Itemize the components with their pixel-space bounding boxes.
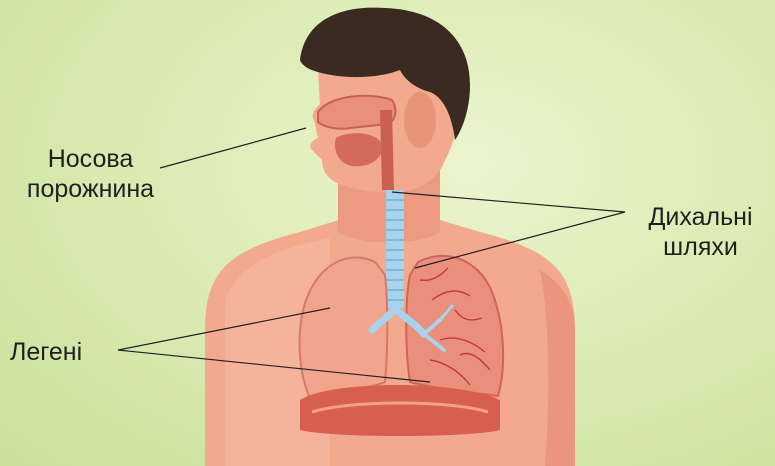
label-nasal-cavity-line2: порожнина (8, 174, 173, 204)
label-nasal-cavity: Носова порожнина (8, 144, 173, 204)
label-airways-line1: Дихальні (626, 202, 775, 232)
trachea (386, 190, 404, 308)
label-airways: Дихальні шляхи (626, 202, 775, 262)
label-lungs: Легені (10, 337, 82, 367)
label-airways-line2: шляхи (626, 232, 775, 262)
diaphragm (300, 385, 500, 436)
label-nasal-cavity-line1: Носова (8, 144, 173, 174)
nasal-leader-line (160, 128, 306, 168)
pharynx (380, 110, 394, 190)
ear (404, 92, 436, 148)
